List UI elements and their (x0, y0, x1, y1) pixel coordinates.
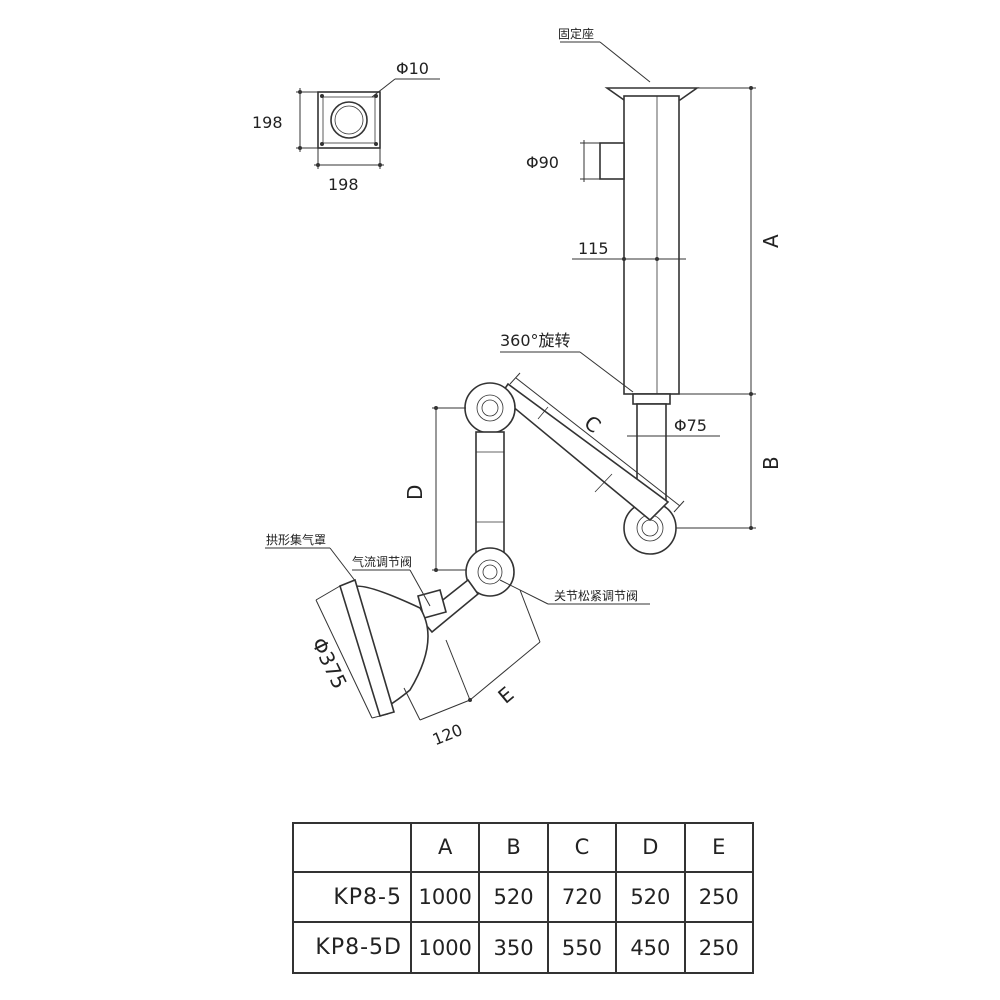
table-cell: 250 (683, 921, 755, 974)
dim-ab (670, 86, 756, 530)
table-cell: 450 (615, 921, 686, 974)
flange-plate (296, 78, 440, 169)
table-header-cell: C (546, 822, 618, 873)
hood-neck-label: 120 (430, 720, 465, 749)
table-row: KP8-5 1000 520 720 520 250 (292, 870, 755, 924)
mount-seat-label: 固定座 (558, 26, 594, 41)
airflow-valve-label: 气流调节阀 (352, 554, 412, 569)
flange-hole-label: Φ10 (396, 59, 429, 78)
table-model-cell: KP8-5D (292, 921, 412, 974)
pipe-dia-label: Φ75 (674, 416, 707, 435)
extraction-arm-drawing: Φ10 198 198 固定座 Φ90 115 360°旋转 Φ75 (252, 26, 783, 749)
mount-seat (560, 41, 700, 101)
tube-width-label: 115 (578, 239, 609, 258)
hood-assembly (265, 547, 541, 721)
table-header-cell: D (615, 822, 686, 873)
dim-d-label: D (403, 485, 427, 500)
rotation-label: 360°旋转 (500, 331, 571, 350)
table-header-cell (292, 822, 412, 873)
table-header-cell: B (478, 822, 549, 873)
hood-dia-label: Φ375 (307, 634, 352, 693)
spec-table: A B C D E KP8-5 1000 520 720 520 250 KP8… (292, 822, 755, 974)
table-cell: 550 (546, 921, 618, 974)
arm-d (432, 406, 505, 572)
table-cell: 520 (478, 870, 549, 924)
outlet-dia-label: Φ90 (526, 153, 559, 172)
table-cell: 720 (546, 870, 618, 924)
table-header-row: A B C D E (292, 822, 755, 873)
table-cell: 1000 (409, 921, 481, 974)
upper-joint (464, 382, 516, 434)
joint-valve-label: 关节松紧调节阀 (554, 589, 638, 603)
dim-b-label: B (759, 456, 783, 470)
table-model-cell: KP8-5 (292, 870, 412, 924)
table-cell: 520 (615, 870, 686, 924)
flange-width-label: 198 (328, 175, 359, 194)
dim-a-label: A (759, 234, 783, 248)
dim-c-label: C (580, 410, 606, 438)
hood-name-label: 拱形集气罩 (266, 532, 326, 547)
table-cell: 350 (478, 921, 549, 974)
table-cell: 250 (683, 870, 755, 924)
table-cell: 1000 (409, 870, 481, 924)
lower-joint (465, 547, 650, 605)
flange-height-label: 198 (252, 113, 283, 132)
table-header-cell: A (409, 822, 481, 873)
table-row: KP8-5D 1000 350 550 450 250 (292, 921, 755, 974)
table-header-cell: E (683, 822, 755, 873)
dim-e-label: E (493, 682, 518, 709)
